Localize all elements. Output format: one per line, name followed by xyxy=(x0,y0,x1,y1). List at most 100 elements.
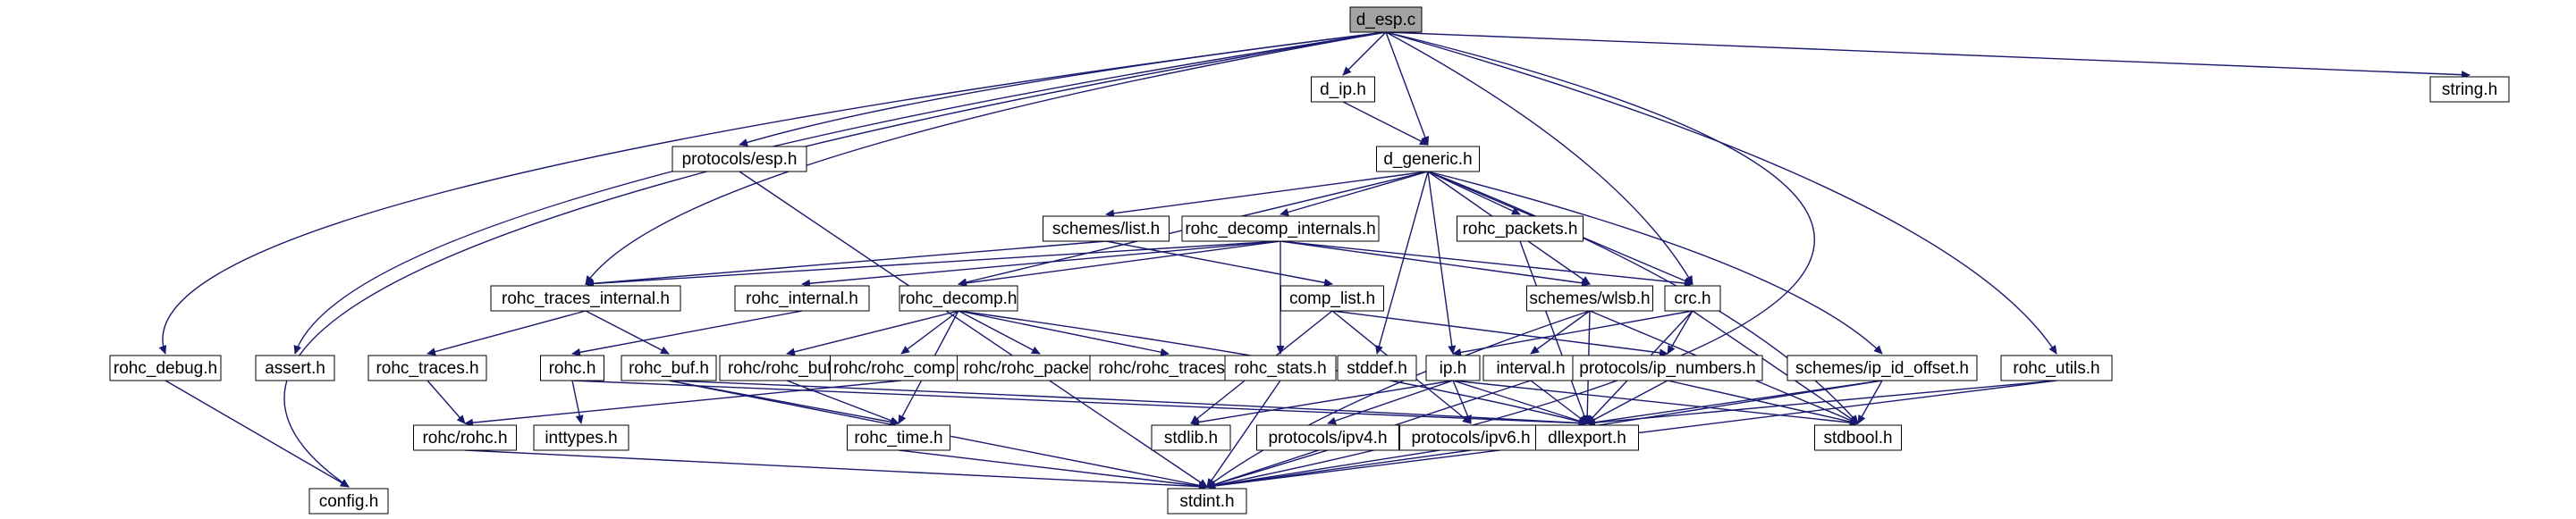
graph-node-protocols/ipv6.h[interactable]: protocols/ipv6.h xyxy=(1399,424,1542,451)
header-file-box[interactable] xyxy=(899,285,1018,312)
header-file-box[interactable] xyxy=(1043,215,1170,242)
header-file-box[interactable] xyxy=(621,355,717,381)
header-file-box[interactable] xyxy=(533,424,629,451)
graph-node-stdbool.h[interactable]: stdbool.h xyxy=(1814,424,1902,451)
node-label: stdint.h xyxy=(1179,492,1234,511)
header-file-box[interactable] xyxy=(1526,285,1653,312)
graph-node-rohc_utils.h[interactable]: rohc_utils.h xyxy=(2000,355,2113,381)
include-edge-protocols/ip_numbers.h-to-stdbool.h xyxy=(1667,380,1859,426)
include-edge-rohc_decomp_internals.h-to-rohc_internal.h xyxy=(801,240,1281,288)
node-label: rohc_internal.h xyxy=(746,289,858,308)
include-edge-schemes/list.h-to-comp_list.h xyxy=(1105,240,1333,287)
graph-node-ip.h[interactable]: ip.h xyxy=(1425,355,1481,381)
graph-node-rohc.h[interactable]: rohc.h xyxy=(540,355,604,381)
header-file-box[interactable] xyxy=(2000,355,2113,381)
graph-node-rohc_traces.h[interactable]: rohc_traces.h xyxy=(367,355,487,381)
include-edge-rohc_decomp.h-to-rohc/rohc_packets.h xyxy=(958,310,1041,355)
graph-node-protocols/ipv4.h[interactable]: protocols/ipv4.h xyxy=(1256,424,1399,451)
graph-node-rohc_packets.h[interactable]: rohc_packets.h xyxy=(1457,215,1584,242)
header-file-box[interactable] xyxy=(1425,355,1481,381)
graph-node-d_ip.h[interactable]: d_ip.h xyxy=(1311,76,1375,103)
graph-node-assert.h[interactable]: assert.h xyxy=(255,355,335,381)
node-label: schemes/list.h xyxy=(1052,220,1160,239)
graph-node-schemes/list.h[interactable]: schemes/list.h xyxy=(1043,215,1170,242)
header-file-box[interactable] xyxy=(540,355,604,381)
graph-node-rohc_buf.h[interactable]: rohc_buf.h xyxy=(621,355,717,381)
graph-node-rohc_decomp.h[interactable]: rohc_decomp.h xyxy=(899,285,1018,312)
node-label: d_generic.h xyxy=(1383,150,1472,169)
graph-node-d_generic.h[interactable]: d_generic.h xyxy=(1376,146,1480,172)
include-edge-ip.h-to-dllexport.h xyxy=(1452,380,1588,425)
header-file-box[interactable] xyxy=(1572,355,1763,381)
header-file-box[interactable] xyxy=(734,285,870,312)
header-file-box[interactable] xyxy=(2429,76,2510,103)
header-file-box[interactable] xyxy=(1256,424,1399,451)
node-label: rohc_decomp_internals.h xyxy=(1185,220,1375,239)
header-file-box[interactable] xyxy=(1311,76,1375,103)
graph-node-rohc/rohc_traces.h[interactable]: rohc/rohc_traces.h xyxy=(1089,355,1248,381)
graph-node-rohc_debug.h[interactable]: rohc_debug.h xyxy=(109,355,222,381)
graph-node-protocols/esp.h[interactable]: protocols/esp.h xyxy=(671,146,807,172)
header-file-box[interactable] xyxy=(1224,355,1337,381)
graph-node-schemes/ip_id_offset.h[interactable]: schemes/ip_id_offset.h xyxy=(1786,355,1978,381)
graph-node-schemes/wlsb.h[interactable]: schemes/wlsb.h xyxy=(1526,285,1653,312)
include-edge-rohc_decomp_internals.h-to-rohc_traces_internal.h xyxy=(585,240,1281,288)
include-edge-schemes/ip_id_offset.h-to-stdbool.h xyxy=(1857,380,1883,424)
header-file-box[interactable] xyxy=(1482,355,1579,381)
header-file-box[interactable] xyxy=(830,355,973,381)
include-edge-d_generic.h-to-ip.h xyxy=(1427,171,1457,355)
node-label: rohc_buf.h xyxy=(629,359,709,378)
header-file-box[interactable] xyxy=(1089,355,1248,381)
header-file-box[interactable] xyxy=(1337,355,1417,381)
graph-node-rohc_time.h[interactable]: rohc_time.h xyxy=(847,424,950,451)
header-file-box[interactable] xyxy=(1167,488,1247,515)
graph-node-rohc_stats.h[interactable]: rohc_stats.h xyxy=(1224,355,1337,381)
node-label: rohc/rohc.h xyxy=(422,429,507,448)
node-label: rohc_utils.h xyxy=(2013,359,2099,378)
graph-node-rohc/rohc_comp.h[interactable]: rohc/rohc_comp.h xyxy=(830,355,973,381)
include-edge-d_generic.h-to-schemes/ip_id_offset.h xyxy=(1427,171,1883,355)
graph-node-inttypes.h[interactable]: inttypes.h xyxy=(533,424,629,451)
header-file-box[interactable] xyxy=(1280,285,1384,312)
include-edge-ip.h-to-protocols/ipv4.h xyxy=(1327,380,1454,425)
include-edge-schemes/wlsb.h-to-stdint.h xyxy=(1206,310,1591,488)
header-file-box[interactable] xyxy=(671,146,807,172)
header-file-box[interactable] xyxy=(255,355,335,381)
graph-node-rohc_traces_internal.h[interactable]: rohc_traces_internal.h xyxy=(490,285,681,312)
graph-node-rohc/rohc.h[interactable]: rohc/rohc.h xyxy=(413,424,517,451)
graph-node-crc.h[interactable]: crc.h xyxy=(1664,285,1721,312)
header-file-box[interactable] xyxy=(109,355,222,381)
node-label: protocols/ipv4.h xyxy=(1268,429,1387,448)
header-file-box[interactable] xyxy=(1535,424,1639,451)
node-label: comp_list.h xyxy=(1289,289,1375,308)
header-file-box[interactable] xyxy=(847,424,950,451)
graph-node-string.h[interactable]: string.h xyxy=(2429,76,2510,103)
header-file-box[interactable] xyxy=(1814,424,1902,451)
graph-node-config.h[interactable]: config.h xyxy=(308,488,389,515)
include-edge-d_generic.h-to-stddef.h xyxy=(1375,171,1429,355)
header-file-box[interactable] xyxy=(1151,424,1231,451)
header-file-box[interactable] xyxy=(1181,215,1380,242)
header-file-box[interactable] xyxy=(308,488,389,515)
graph-node-rohc_decomp_internals.h[interactable]: rohc_decomp_internals.h xyxy=(1181,215,1380,242)
graph-node-stddef.h[interactable]: stddef.h xyxy=(1337,355,1417,381)
graph-node-comp_list.h[interactable]: comp_list.h xyxy=(1280,285,1384,312)
header-file-box[interactable] xyxy=(413,424,517,451)
graph-node-interval.h[interactable]: interval.h xyxy=(1482,355,1579,381)
header-file-box[interactable] xyxy=(367,355,487,381)
graph-node-protocols/ip_numbers.h[interactable]: protocols/ip_numbers.h xyxy=(1572,355,1763,381)
include-edge-d_esp.c-to-rohc_traces_internal.h xyxy=(585,31,1387,285)
graph-node-rohc_internal.h[interactable]: rohc_internal.h xyxy=(734,285,870,312)
node-label: assert.h xyxy=(265,359,325,378)
header-file-box[interactable] xyxy=(1457,215,1584,242)
node-label: rohc/rohc_packets.h xyxy=(963,359,1116,378)
node-label: string.h xyxy=(2442,80,2497,99)
header-file-box[interactable] xyxy=(1664,285,1721,312)
include-edge-rohc/rohc_buf.h-to-rohc_time.h xyxy=(786,380,899,424)
header-file-box[interactable] xyxy=(1786,355,1978,381)
graph-node-stdlib.h[interactable]: stdlib.h xyxy=(1151,424,1231,451)
header-file-box[interactable] xyxy=(1376,146,1480,172)
graph-node-dllexport.h[interactable]: dllexport.h xyxy=(1535,424,1639,451)
header-file-box[interactable] xyxy=(490,285,681,312)
graph-node-stdint.h[interactable]: stdint.h xyxy=(1167,488,1247,515)
